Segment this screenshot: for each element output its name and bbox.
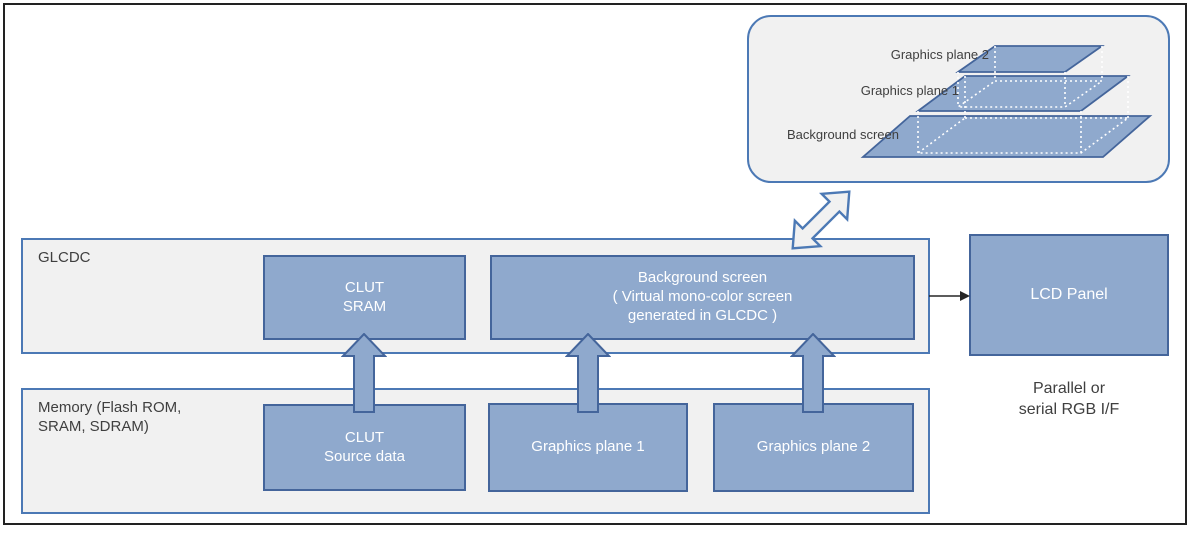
right-arrow-icon [929, 291, 970, 301]
glcdc-container: GLCDC CLUT SRAM Background screen ( Virt… [21, 238, 930, 354]
diagram-frame [3, 3, 1187, 525]
up-arrow-graphics-plane-2-icon [790, 333, 836, 413]
lcd-interface-label: Parallel or serial RGB I/F [1018, 380, 1120, 418]
memory-label: Memory (Flash ROM, SRAM, SDRAM) [38, 399, 182, 436]
up-arrow-clut-icon [341, 333, 387, 413]
plane-label-graphics-2: Graphics plane 2 [891, 47, 989, 62]
lcd-panel-box: LCD Panel [969, 234, 1169, 356]
graphics-plane-1-box: Graphics plane 1 [488, 403, 688, 492]
zoom-double-arrow-icon [791, 190, 851, 250]
plane-label-graphics-1: Graphics plane 1 [861, 83, 959, 98]
background-screen-box: Background screen ( Virtual mono-color s… [490, 255, 915, 340]
stacked-planes-illustration: Graphics plane 2 Graphics plane 1 Backgr… [787, 45, 1153, 158]
background-screen-plane [860, 115, 1153, 158]
glcdc-label: GLCDC [38, 249, 91, 266]
graphics-plane-2-box: Graphics plane 2 [713, 403, 914, 492]
projection-dashed-lines [915, 46, 1131, 154]
up-arrow-graphics-plane-1-icon [565, 333, 611, 413]
clut-sram-box: CLUT SRAM [263, 255, 466, 340]
clut-source-data-box: CLUT Source data [263, 404, 466, 491]
plane-label-background: Background screen [787, 127, 899, 142]
planes-overview-panel: Graphics plane 2 Graphics plane 1 Backgr… [747, 15, 1170, 183]
